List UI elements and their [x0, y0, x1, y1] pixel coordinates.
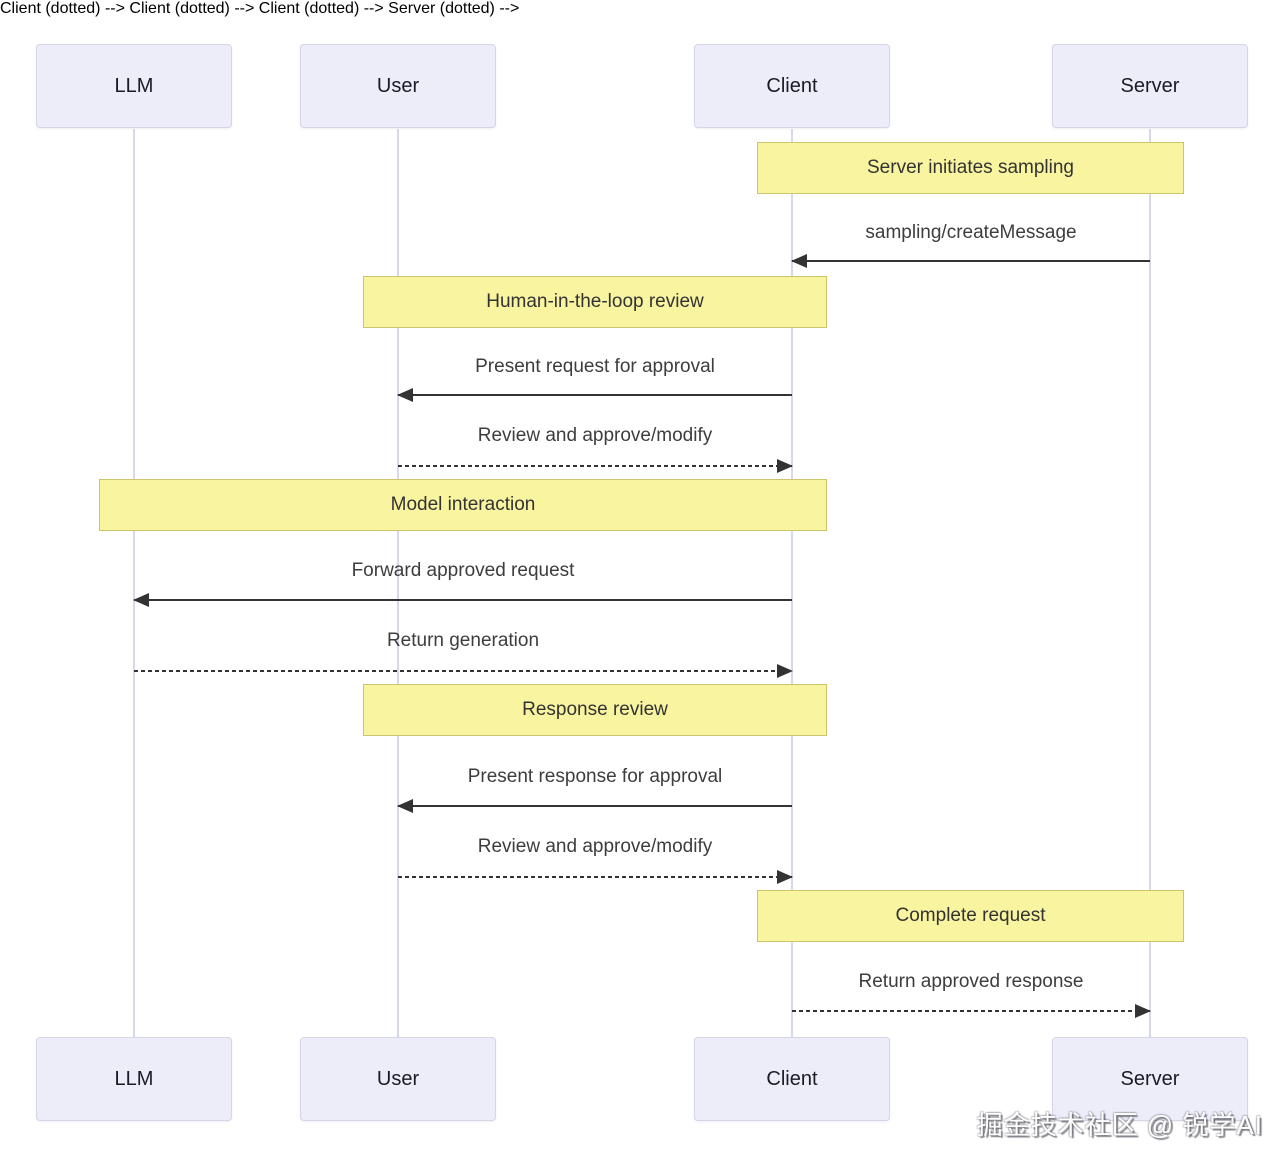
- message-arrow-dotted: [134, 664, 793, 678]
- message-label: Return approved response: [858, 971, 1084, 992]
- actor-top-server: Server: [1052, 44, 1248, 128]
- actor-label: User: [376, 74, 420, 97]
- arrowhead-left-icon: [791, 254, 807, 268]
- message-arrow-solid: [397, 388, 792, 402]
- arrowhead-left-icon: [133, 593, 149, 607]
- watermark: 掘金技术社区 @ 锐学AI: [976, 1110, 1263, 1140]
- actor-top-client: Client: [694, 44, 890, 128]
- message-label: Present response for approval: [467, 766, 723, 787]
- actor-bottom-user: User: [300, 1037, 496, 1121]
- actor-label: Client: [766, 74, 818, 97]
- note-response-review: Response review: [363, 684, 827, 736]
- actor-top-user: User: [300, 44, 496, 128]
- arrowhead-right-icon: [777, 459, 793, 473]
- message-label: Review and approve/modify: [477, 836, 713, 857]
- arrowhead-right-icon: [1135, 1004, 1151, 1018]
- arrowhead-left-icon: [397, 799, 413, 813]
- message-label: Return generation: [386, 630, 540, 651]
- arrowhead-right-icon: [777, 664, 793, 678]
- actor-label: LLM: [114, 1067, 154, 1090]
- message-label: Present request for approval: [475, 356, 715, 377]
- message-arrow-solid: [791, 254, 1150, 268]
- message-arrow-dotted: [398, 459, 793, 473]
- lifeline-server: [1149, 129, 1151, 1037]
- actor-bottom-client: Client: [694, 1037, 890, 1121]
- actor-label: Client: [766, 1067, 818, 1090]
- arrowhead-right-icon: [777, 870, 793, 884]
- note-human-in-the-loop-review: Human-in-the-loop review: [363, 276, 827, 328]
- message-arrow-dotted: [792, 1004, 1151, 1018]
- message-label: Review and approve/modify: [477, 425, 713, 446]
- message-arrow-solid: [397, 799, 792, 813]
- message-label: sampling/createMessage: [865, 222, 1077, 243]
- note-model-interaction: Model interaction: [99, 479, 827, 531]
- lifeline-user: [397, 129, 399, 1037]
- actor-top-llm: LLM: [36, 44, 232, 128]
- actor-label: User: [376, 1067, 420, 1090]
- note-server-initiates-sampling: Server initiates sampling: [757, 142, 1184, 194]
- message-label: Forward approved request: [351, 560, 575, 581]
- actor-label: Server: [1120, 74, 1180, 97]
- message-arrow-dotted: [398, 870, 793, 884]
- actor-label: LLM: [114, 74, 154, 97]
- actor-bottom-llm: LLM: [36, 1037, 232, 1121]
- note-complete-request: Complete request: [757, 890, 1184, 942]
- lifeline-client: [791, 129, 793, 1037]
- actor-bottom-server: Server: [1052, 1037, 1248, 1121]
- actor-label: Server: [1120, 1067, 1180, 1090]
- lifeline-llm: [133, 129, 135, 1037]
- message-arrow-solid: [133, 593, 792, 607]
- arrowhead-left-icon: [397, 388, 413, 402]
